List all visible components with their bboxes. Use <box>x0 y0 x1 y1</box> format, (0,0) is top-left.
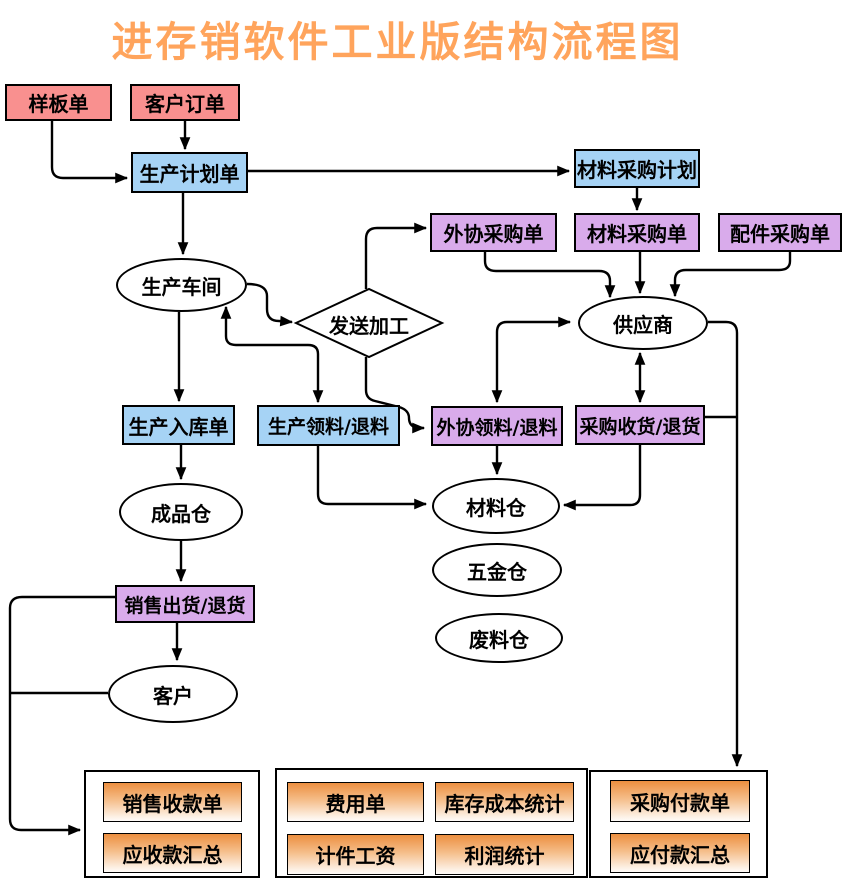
node-sales-delivery: 销售出货/退货 <box>115 585 255 623</box>
node-workshop: 生产车间 <box>116 258 247 312</box>
edge-production-material-to-material-warehouse <box>316 446 428 510</box>
node-production-plan: 生产计划单 <box>131 152 248 193</box>
node-production-receipt: 生产入库单 <box>122 405 235 445</box>
node-outsource-material: 外协领料/退料 <box>431 406 563 446</box>
node-send-processing-label: 发送加工 <box>329 314 409 338</box>
report-expense-bill: 费用单 <box>287 782 424 822</box>
edge-outsource-po-to-supplier <box>483 252 616 299</box>
node-production-material: 生产领料/退料 <box>257 405 400 446</box>
node-supplier: 供应商 <box>578 296 708 350</box>
edge-purchase-receive-to-material-warehouse <box>562 445 642 511</box>
edge-send-processing-to-outsource-material <box>364 357 426 434</box>
node-material-po: 材料采购单 <box>574 213 700 252</box>
node-customer-order: 客户订单 <box>130 84 240 121</box>
node-hardware-warehouse: 五金仓 <box>432 543 562 597</box>
sales-reports-group: 销售收款单 应收款汇总 <box>84 770 260 878</box>
report-receivables-summary: 应收款汇总 <box>103 833 242 873</box>
cost-reports-group: 费用单 库存成本统计 计件工资 利润统计 <box>275 768 588 878</box>
edge-workshop-to-send-processing <box>246 282 294 327</box>
edge-parts-po-to-supplier <box>669 252 792 298</box>
edge-send-processing-to-outsource-po <box>364 222 428 289</box>
node-customer: 客户 <box>108 665 238 723</box>
report-profit-stats: 利润统计 <box>435 834 574 875</box>
edge-sample-order-to-production-plan <box>50 121 129 184</box>
edge-supplier-to-purchase-reports <box>708 320 743 768</box>
edge-outsource-material-supplier-bidirectional <box>491 316 572 404</box>
node-scrap-warehouse: 废料仓 <box>435 613 563 663</box>
node-outsource-po: 外协采购单 <box>430 213 557 252</box>
diagram-title: 进存销软件工业版结构流程图 <box>111 18 684 66</box>
report-inventory-cost-stats: 库存成本统计 <box>435 782 574 822</box>
report-purchase-payment: 采购付款单 <box>610 780 750 822</box>
edge-workshop-production-material-bidirectional <box>220 305 324 404</box>
report-payables-summary: 应付款汇总 <box>610 833 750 873</box>
node-parts-po: 配件采购单 <box>718 213 842 252</box>
node-purchase-receive: 采购收货/退货 <box>575 405 705 445</box>
node-finished-warehouse: 成品仓 <box>119 483 243 541</box>
report-piecework-wages: 计件工资 <box>287 834 424 875</box>
purchase-reports-group: 采购付款单 应付款汇总 <box>589 770 768 878</box>
edge-sales-rail-to-sales-reports <box>8 595 115 836</box>
report-sales-receipt: 销售收款单 <box>103 782 242 822</box>
node-sample-order: 样板单 <box>5 84 112 121</box>
send-processing-diamond <box>293 287 445 359</box>
node-material-purchase-plan: 材料采购计划 <box>574 149 700 188</box>
node-material-warehouse: 材料仓 <box>432 478 560 534</box>
